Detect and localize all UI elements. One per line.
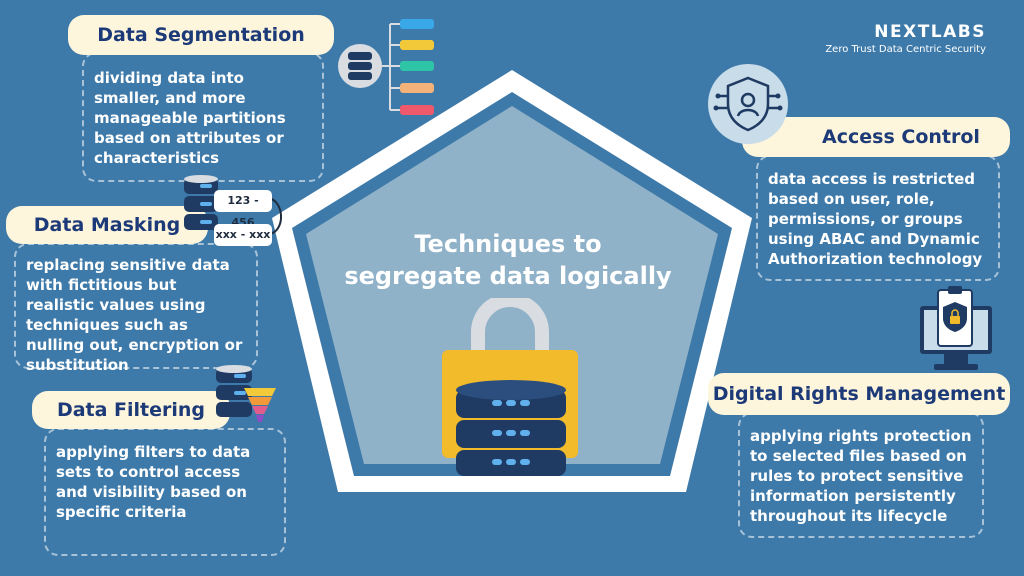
access-control-description: data access is restricted based on user,…	[768, 170, 983, 268]
filtering-description: applying filters to data sets to control…	[56, 443, 251, 521]
filtering-title: Data Filtering	[32, 391, 230, 429]
database-branch-icon	[338, 19, 434, 115]
segmentation-description: dividing data into smaller, and more man…	[94, 69, 286, 167]
padlock-database-icon	[442, 298, 578, 476]
center-title-line2: segregate data logically	[344, 262, 672, 290]
drm-title: Digital Rights Management	[708, 373, 1010, 415]
masking-description: replacing sensitive data with fictitious…	[26, 256, 243, 374]
brand-logo: NEXTLABS Zero Trust Data Centric Securit…	[825, 22, 986, 55]
drm-description: applying rights protection to selected f…	[750, 427, 972, 525]
segmentation-description-box: dividing data into smaller, and more man…	[82, 52, 324, 182]
database-mask-icon	[184, 175, 218, 230]
monitor-shield-lock-icon	[920, 286, 992, 370]
brand-tagline: Zero Trust Data Centric Security	[825, 44, 986, 55]
drm-description-box: applying rights protection to selected f…	[738, 412, 984, 538]
masking-title: Data Masking	[6, 206, 208, 244]
filtering-description-box: applying filters to data sets to control…	[44, 428, 286, 556]
segmentation-title: Data Segmentation	[68, 15, 334, 55]
brand-name: NEXTLABS	[874, 22, 986, 42]
database-funnel-icon	[216, 365, 276, 422]
shield-user-icon	[708, 64, 788, 144]
access-control-description-box: data access is restricted based on user,…	[756, 155, 1000, 281]
center-title-line1: Techniques to	[414, 230, 602, 258]
masking-sample-after: xxx - xxx	[214, 224, 272, 246]
access-control-title: Access Control	[742, 117, 1010, 157]
masking-sample-before: 123 - 456	[214, 190, 272, 229]
center-title: Techniques to segregate data logically	[320, 228, 696, 292]
masking-description-box: replacing sensitive data with fictitious…	[14, 243, 258, 374]
